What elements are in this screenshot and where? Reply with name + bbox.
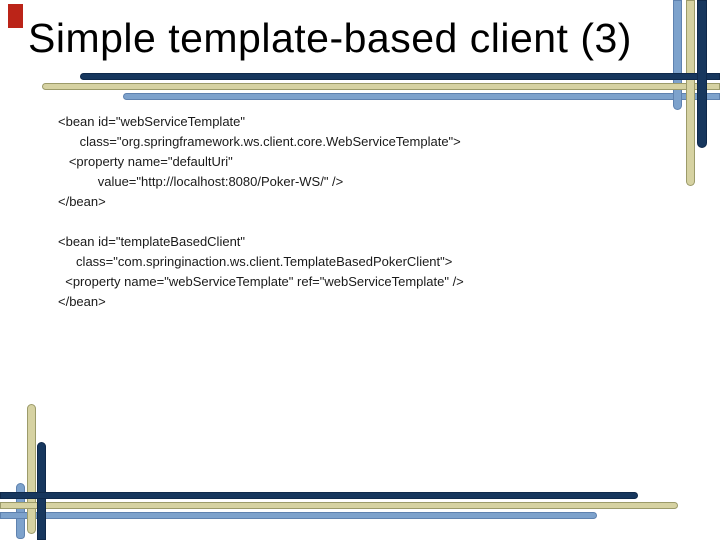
bottom-tan-horizontal-bar	[0, 502, 678, 509]
code-line: <property name="defaultUri"	[58, 154, 233, 169]
code-line: class="org.springframework.ws.client.cor…	[58, 134, 461, 149]
title-underline-navy-bar	[80, 73, 720, 80]
top-right-tan-vertical-bar	[686, 0, 695, 186]
bottom-left-blue-vertical-bar	[16, 483, 25, 539]
top-right-navy-vertical-bar	[697, 0, 707, 148]
code-line: class="com.springinaction.ws.client.Temp…	[58, 254, 453, 269]
red-corner-marker	[8, 4, 23, 28]
top-right-blue-vertical-bar	[673, 0, 682, 110]
title-underline-tan-bar	[42, 83, 720, 90]
code-line: <property name="webServiceTemplate" ref=…	[58, 274, 464, 289]
code-block-template-based-client: <bean id="templateBasedClient" class="co…	[58, 232, 464, 312]
code-line: <bean id="webServiceTemplate"	[58, 114, 246, 129]
bottom-navy-horizontal-bar	[0, 492, 638, 499]
slide-title: Simple template-based client (3)	[28, 15, 632, 61]
code-block-web-service-template: <bean id="webServiceTemplate" class="org…	[58, 112, 461, 212]
bottom-left-tan-vertical-bar	[27, 404, 36, 534]
title-underline-blue-bar	[123, 93, 720, 100]
code-line: </bean>	[58, 194, 106, 209]
code-line: <bean id="templateBasedClient"	[58, 234, 246, 249]
bottom-left-navy-vertical-bar	[37, 442, 46, 540]
code-line: </bean>	[58, 294, 106, 309]
bottom-blue-horizontal-bar	[0, 512, 597, 519]
code-line: value="http://localhost:8080/Poker-WS/" …	[58, 174, 344, 189]
